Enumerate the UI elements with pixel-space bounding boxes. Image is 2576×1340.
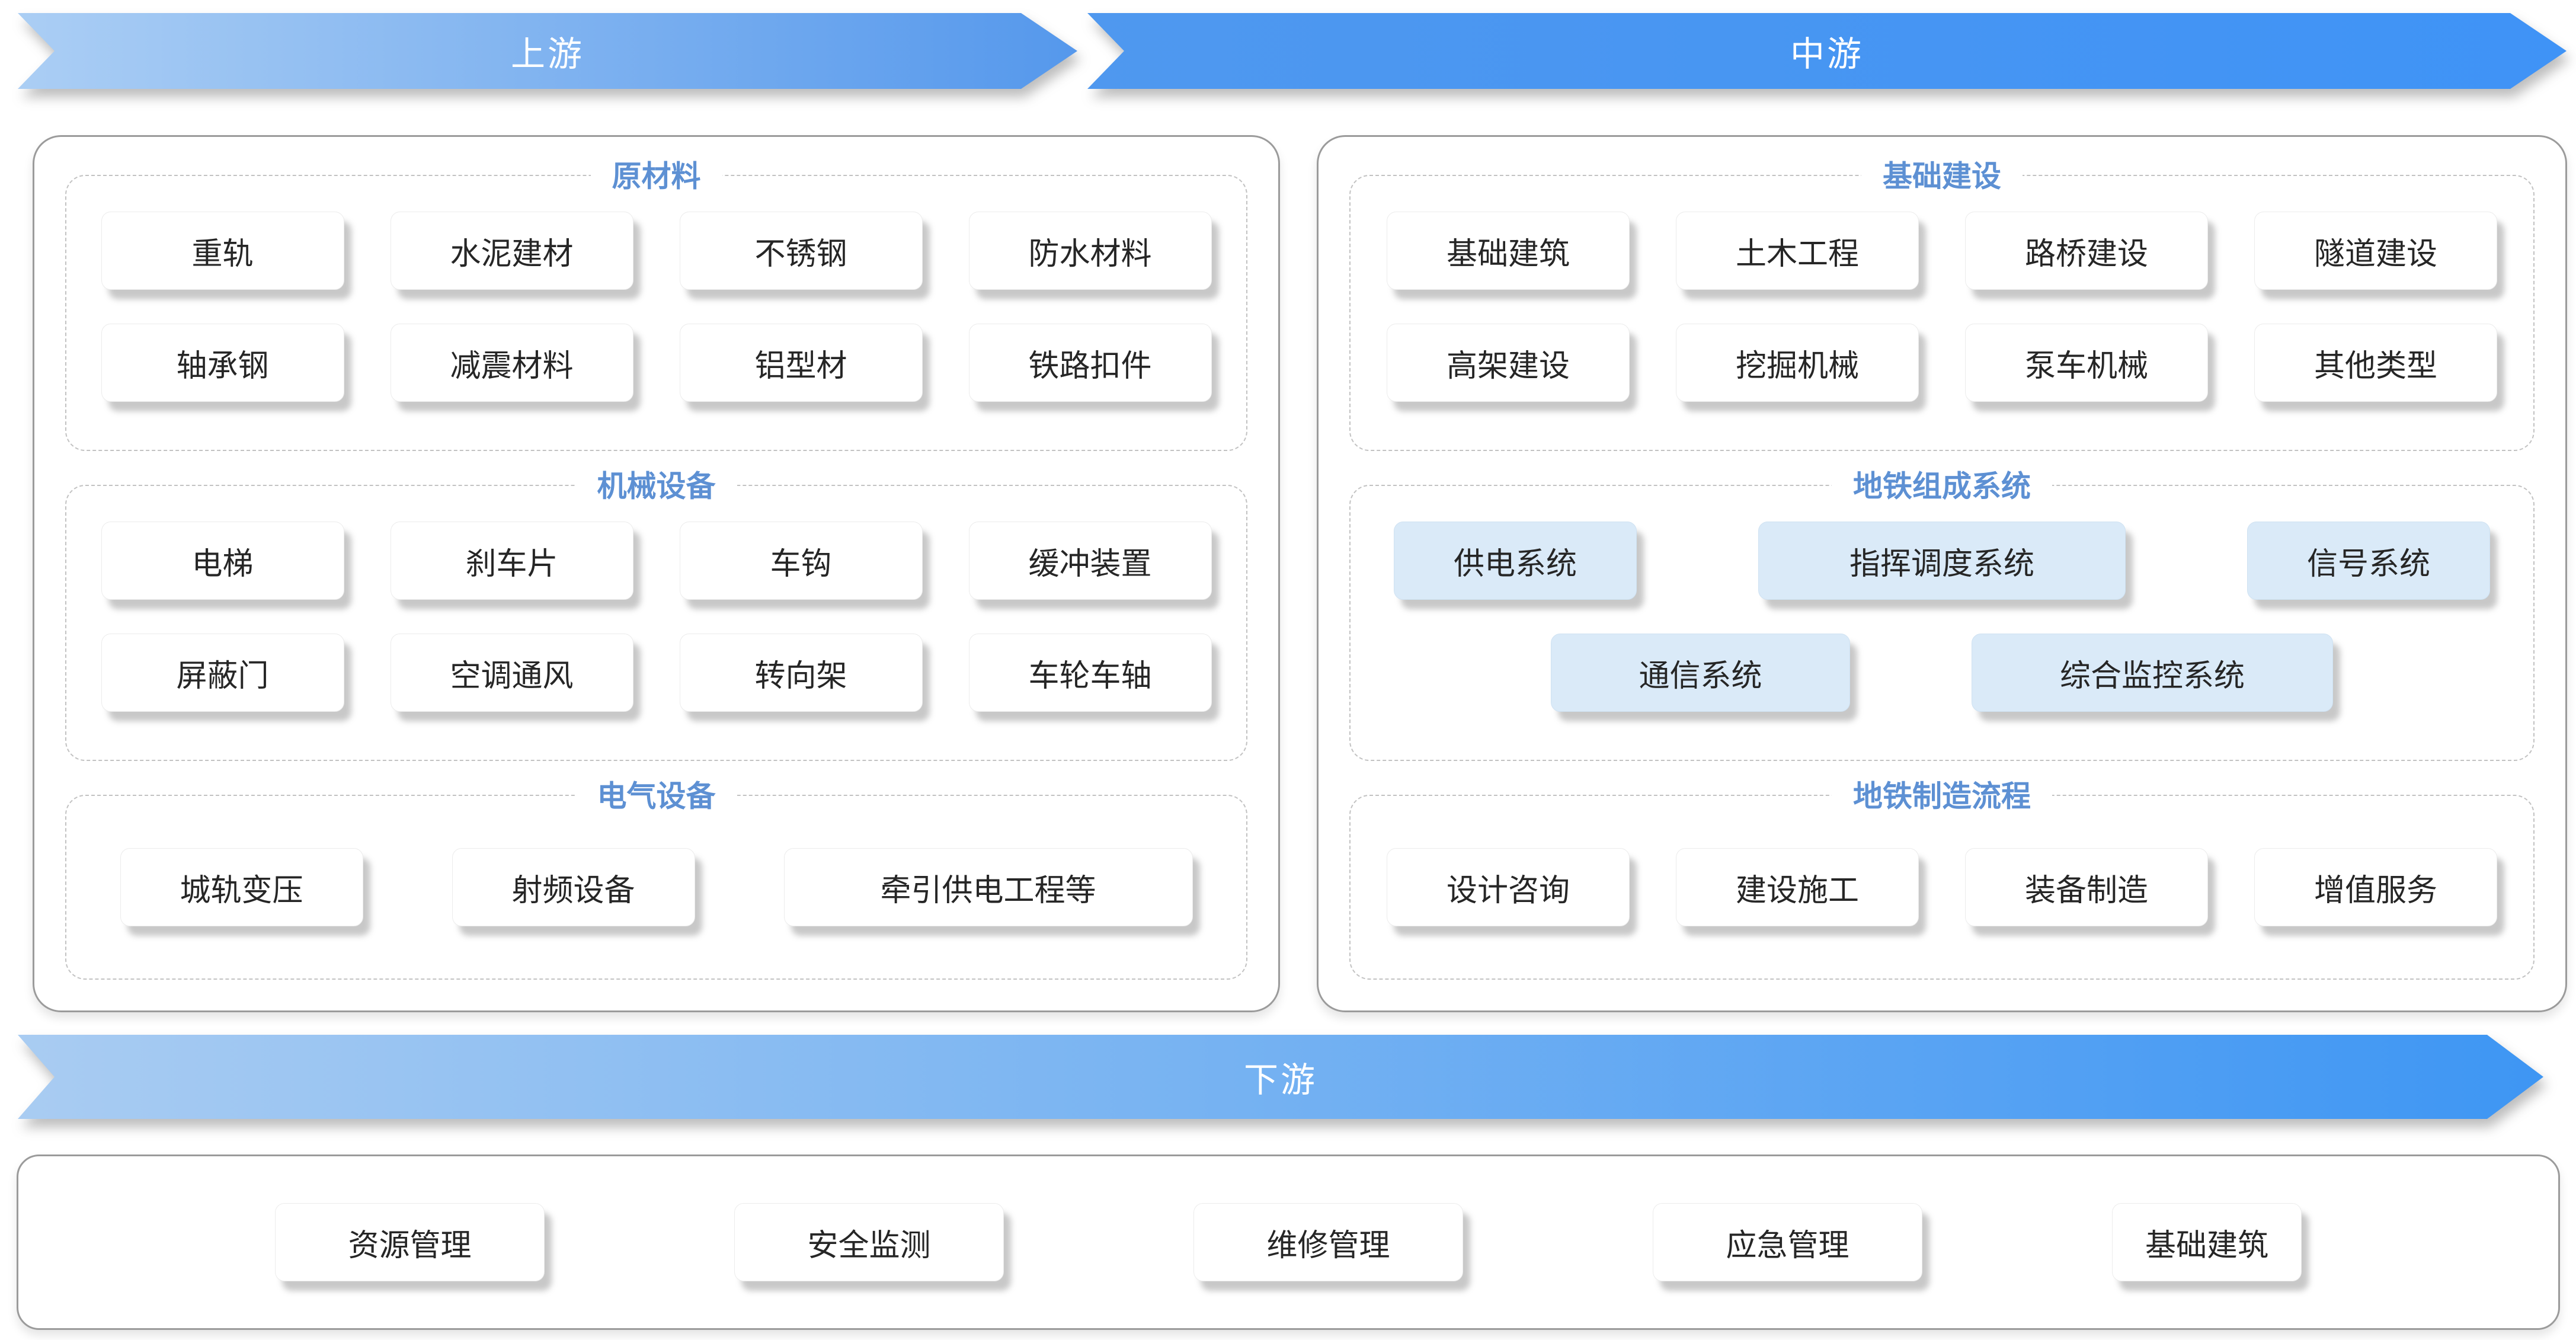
chain-item: 维修管理	[1193, 1203, 1463, 1281]
chain-item: 水泥建材	[390, 212, 633, 290]
upstream-banner-ribbon: 上游	[18, 13, 1077, 89]
chain-item: 建设施工	[1676, 848, 1919, 926]
chain-item: 其他类型	[2254, 324, 2497, 402]
item-row: 高架建设挖掘机械泵车机械其他类型	[1351, 324, 2533, 402]
section-title: 原材料	[590, 152, 722, 196]
downstream-banner-ribbon: 下游	[18, 1035, 2543, 1119]
section-title: 基础建设	[1861, 152, 2023, 196]
chain-item: 电梯	[101, 522, 344, 600]
downstream-banner-label: 下游	[1243, 1061, 1317, 1099]
section-upstream-3: 电气设备城轨变压 射频设备 牵引供电工程等	[65, 772, 1247, 980]
item-row: 供电系统 指挥调度系统 信号系统	[1351, 522, 2533, 600]
chain-item: 缓冲装置	[968, 522, 1212, 600]
chain-item: 通信系统	[1551, 634, 1850, 712]
chain-item: 土木工程	[1676, 212, 1919, 290]
chain-item: 空调通风	[390, 634, 633, 712]
chain-item: 增值服务	[2254, 848, 2497, 926]
chain-item: 信号系统	[2247, 522, 2490, 600]
item-row: 屏蔽门空调通风转向架车轮车轴	[66, 634, 1246, 712]
chain-item: 泵车机械	[1965, 324, 2208, 402]
chain-item: 车钩	[679, 522, 923, 600]
chain-item: 铁路扣件	[968, 324, 1212, 402]
section-midstream-1: 基础建设基础建筑土木工程路桥建设隧道建设高架建设挖掘机械泵车机械其他类型	[1349, 152, 2535, 451]
chain-item: 牵引供电工程等	[783, 848, 1193, 926]
section-upstream-2: 机械设备电梯刹车片车钩缓冲装置屏蔽门空调通风转向架车轮车轴	[65, 462, 1247, 761]
chain-item: 应急管理	[1653, 1203, 1922, 1281]
chain-item: 射频设备	[452, 848, 695, 926]
chain-item: 指挥调度系统	[1758, 522, 2126, 600]
item-row: 轴承钢减震材料铝型材铁路扣件	[66, 324, 1246, 402]
chain-item: 路桥建设	[1965, 212, 2208, 290]
section-upstream-1: 原材料重轨水泥建材不锈钢防水材料轴承钢减震材料铝型材铁路扣件	[65, 152, 1247, 451]
section-title: 电气设备	[575, 772, 737, 815]
chain-item: 城轨变压	[120, 848, 363, 926]
section-midstream-2: 地铁组成系统供电系统 指挥调度系统 信号系统通信系统 综合监控系统	[1349, 462, 2535, 761]
section-midstream-3: 地铁制造流程设计咨询建设施工装备制造增值服务	[1349, 772, 2535, 980]
chain-item: 重轨	[101, 212, 344, 290]
upstream-banner: 上游	[18, 13, 1077, 89]
chain-item: 减震材料	[390, 324, 633, 402]
chain-item: 安全监测	[734, 1203, 1004, 1281]
chain-item: 基础建筑	[2112, 1203, 2302, 1281]
item-row: 重轨水泥建材不锈钢防水材料	[66, 212, 1246, 290]
chain-item: 车轮车轴	[968, 634, 1212, 712]
item-row: 通信系统 综合监控系统	[1351, 634, 2533, 712]
downstream-banner: 下游	[18, 1035, 2543, 1119]
chain-item: 基础建筑	[1387, 212, 1630, 290]
section-title: 机械设备	[575, 462, 737, 506]
chain-item: 高架建设	[1387, 324, 1630, 402]
section-title: 地铁组成系统	[1832, 462, 2052, 506]
midstream-banner-ribbon: 中游	[1087, 13, 2567, 89]
item-row: 设计咨询建设施工装备制造增值服务	[1351, 848, 2533, 926]
chain-item: 综合监控系统	[1972, 634, 2333, 712]
downstream-item-row: 资源管理 安全监测 维修管理 应急管理 基础建筑	[18, 1156, 2558, 1328]
midstream-banner: 中游	[1087, 13, 2567, 89]
chain-item: 不锈钢	[679, 212, 923, 290]
chain-item: 防水材料	[968, 212, 1212, 290]
midstream-banner-label: 中游	[1790, 35, 1864, 73]
item-row: 城轨变压 射频设备 牵引供电工程等	[66, 848, 1246, 926]
midstream-panel: 基础建设基础建筑土木工程路桥建设隧道建设高架建设挖掘机械泵车机械其他类型地铁组成…	[1317, 135, 2567, 1012]
chain-item: 装备制造	[1965, 848, 2208, 926]
chain-item: 刹车片	[390, 522, 633, 600]
chain-item: 挖掘机械	[1676, 324, 1919, 402]
upstream-panel: 原材料重轨水泥建材不锈钢防水材料轴承钢减震材料铝型材铁路扣件机械设备电梯刹车片车…	[33, 135, 1280, 1012]
chain-item: 资源管理	[275, 1203, 545, 1281]
item-row: 电梯刹车片车钩缓冲装置	[66, 522, 1246, 600]
chain-item: 供电系统	[1394, 522, 1637, 600]
chain-item: 隧道建设	[2254, 212, 2497, 290]
section-title: 地铁制造流程	[1832, 772, 2052, 815]
chain-item: 屏蔽门	[101, 634, 344, 712]
downstream-panel: 资源管理 安全监测 维修管理 应急管理 基础建筑	[17, 1154, 2560, 1330]
chain-item: 转向架	[679, 634, 923, 712]
item-row: 基础建筑土木工程路桥建设隧道建设	[1351, 212, 2533, 290]
chain-item: 设计咨询	[1387, 848, 1630, 926]
chain-item: 铝型材	[679, 324, 923, 402]
chain-item: 轴承钢	[101, 324, 344, 402]
upstream-banner-label: 上游	[510, 35, 584, 73]
